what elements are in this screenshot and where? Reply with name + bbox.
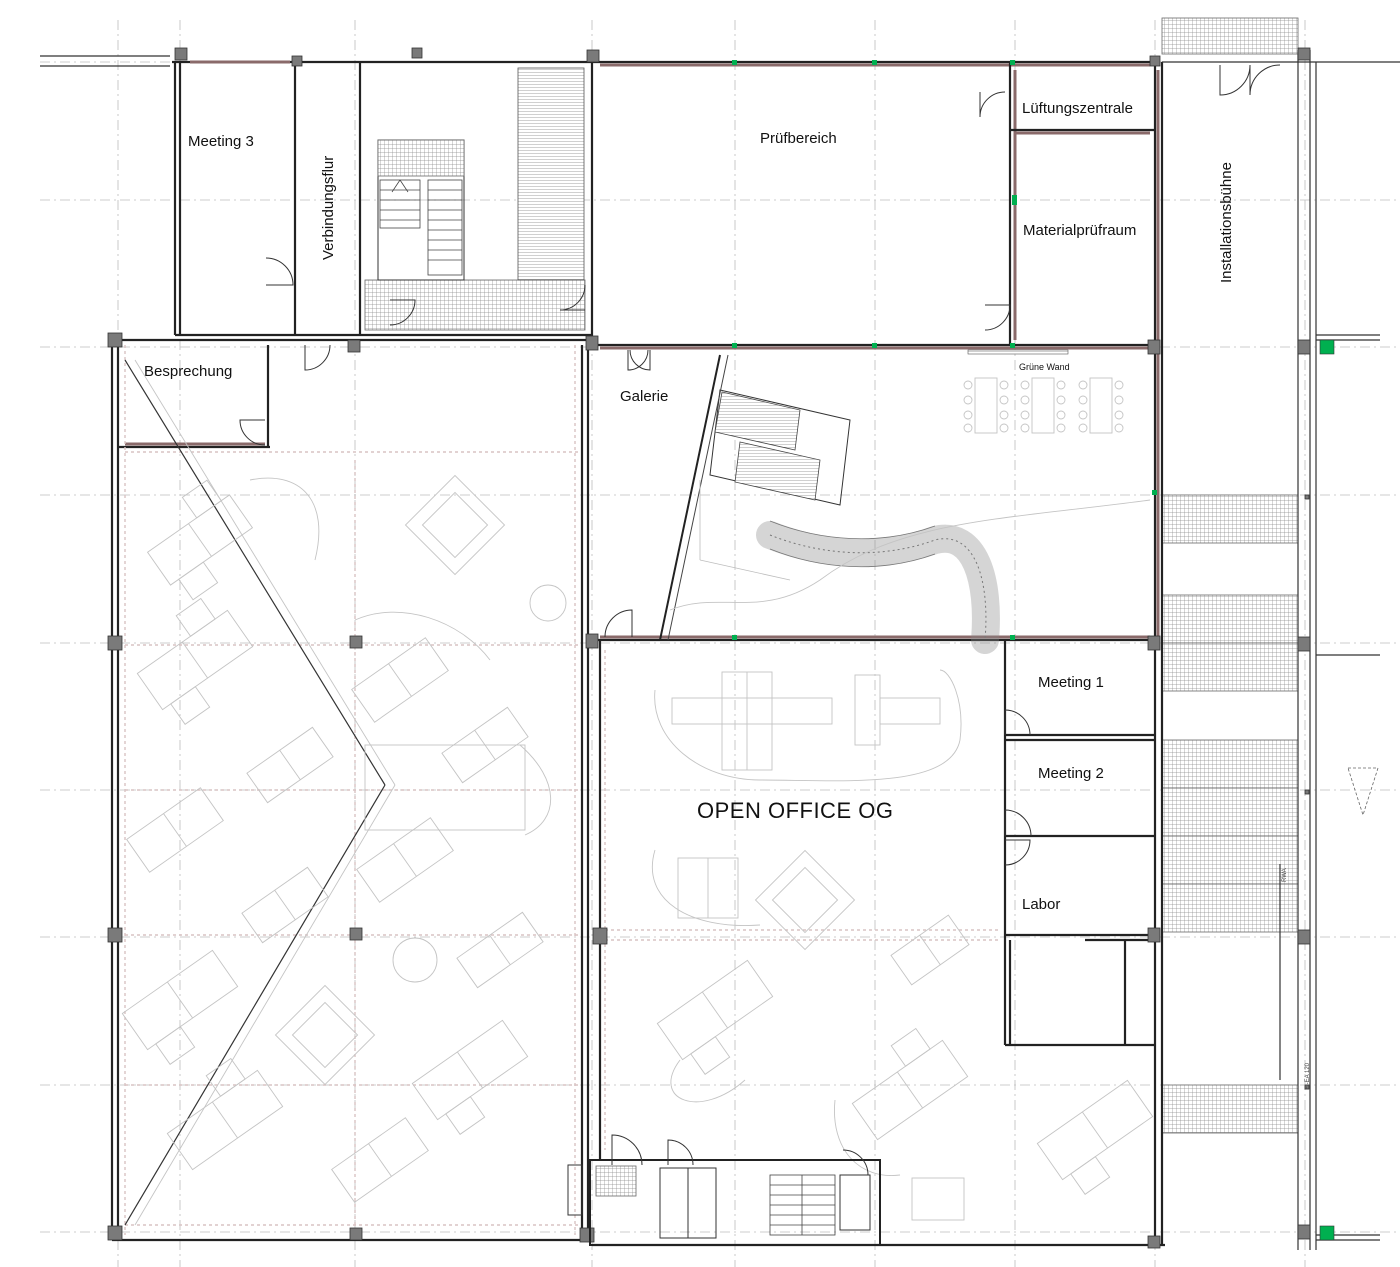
fire-rating-label: EI-EA 120 xyxy=(1305,1062,1311,1090)
conference-tables xyxy=(963,377,1124,434)
green-wall xyxy=(967,349,1069,355)
room-label-installationsbuehne: Installationsbühne xyxy=(1218,162,1235,283)
room-label-verbindungsflur: Verbindungsflur xyxy=(320,156,337,260)
slope-lines xyxy=(124,359,396,1226)
room-label-meeting-3: Meeting 3 xyxy=(188,133,254,150)
room-label-meeting-2: Meeting 2 xyxy=(1038,765,1104,782)
desk-clusters-left xyxy=(121,474,567,1203)
installation-hatches xyxy=(1161,17,1299,1134)
floor-title: OPEN OFFICE OG xyxy=(697,798,893,823)
room-label-besprechung: Besprechung xyxy=(144,363,232,380)
stair-core-top xyxy=(364,67,586,331)
room-label-materialpruefraum: Materialprüfraum xyxy=(1023,222,1136,239)
room-label-meeting-1: Meeting 1 xyxy=(1038,674,1104,691)
stair-core-bottom xyxy=(567,1159,881,1246)
desk-clusters-right xyxy=(651,669,1154,1221)
green-markers xyxy=(732,60,1335,1241)
rwa-label: RWA xyxy=(1282,868,1288,882)
room-label-lueftungszentrale: Lüftungszentrale xyxy=(1022,100,1133,117)
slide-tube xyxy=(669,499,1151,654)
room-label-gruene-wand: Grüne Wand xyxy=(1019,362,1070,372)
gallery-stair xyxy=(659,354,851,641)
doors xyxy=(239,64,1281,1176)
section-marker xyxy=(1347,767,1379,817)
room-label-galerie: Galerie xyxy=(620,388,668,405)
room-label-labor: Labor xyxy=(1022,896,1060,913)
office-inner-lines xyxy=(124,345,1000,1235)
columns xyxy=(107,47,1311,1249)
room-label-pruefbereich: Prüfbereich xyxy=(760,130,837,147)
